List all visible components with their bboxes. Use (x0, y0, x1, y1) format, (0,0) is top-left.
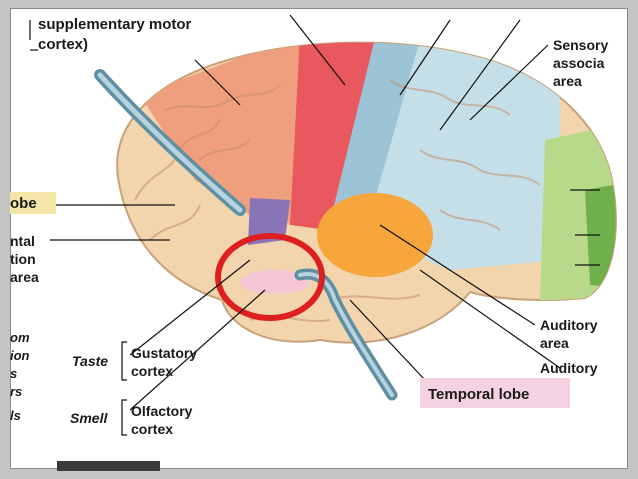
supplementary-motor-label-1: supplementary motor (38, 16, 192, 33)
cut-label-2: ion (10, 348, 30, 363)
cut-label-3: s (10, 366, 17, 381)
lobe-tag (10, 192, 56, 214)
gustatory-region (248, 198, 290, 245)
primary-visual-region (585, 180, 616, 290)
cut-label-1: om (10, 330, 30, 345)
cut-label-5: ls (10, 408, 21, 423)
auditory-association-label: Auditory (540, 360, 598, 376)
temporal-lobe-tag (420, 378, 570, 408)
frontal-label-1: ntal (10, 233, 35, 249)
olfactory-label-2: cortex (131, 421, 173, 437)
temporal-lobe-label: Temporal lobe (428, 386, 529, 403)
auditory-area-region (317, 193, 433, 277)
olfactory-label-1: Olfactory (131, 403, 193, 419)
olfactory-region (240, 270, 310, 294)
sensory-label-2: associa (553, 55, 605, 71)
scroll-indicator (57, 461, 160, 471)
premotor-region (140, 42, 320, 230)
frontal-label-2: tion (10, 251, 36, 267)
auditory-area-label-1: Auditory (540, 317, 598, 333)
sensory-label-1: Sensory (553, 37, 608, 53)
gustatory-label-1: Gustatory (131, 345, 197, 361)
somatosensory-region (328, 42, 420, 235)
cut-label-4: rs (10, 384, 22, 399)
lobe-label: obe (10, 195, 37, 212)
leader-lines (29, 14, 600, 411)
highlight-circle (215, 233, 325, 321)
frontal-label-3: area (10, 269, 39, 285)
taste-label: Taste (72, 353, 108, 369)
auditory-area-label-2: area (540, 335, 569, 351)
supplementary-motor-label-2: cortex) (38, 36, 88, 53)
gustatory-label-2: cortex (131, 363, 173, 379)
motor-cortex-region (290, 42, 375, 230)
smell-label: Smell (70, 410, 108, 426)
sensory-label-3: area (553, 73, 582, 89)
